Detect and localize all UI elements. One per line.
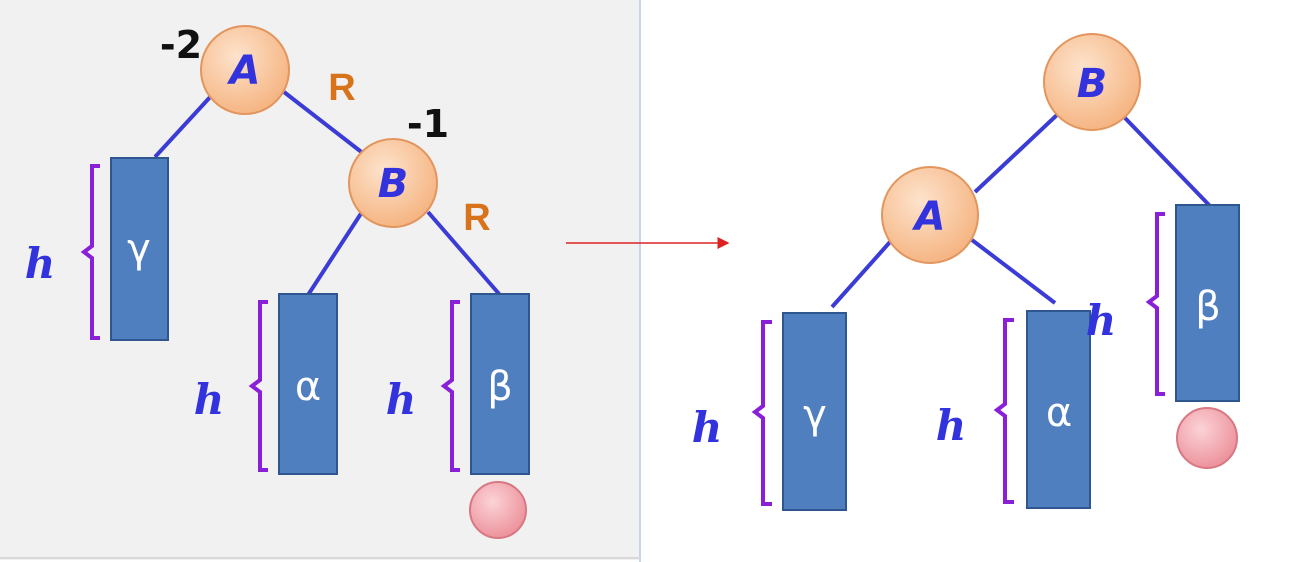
new-node-circle-icon xyxy=(1176,407,1238,469)
subtree-gamma-label: γ xyxy=(803,392,827,438)
after-subtree-beta: β h xyxy=(1086,204,1240,402)
subtree-alpha-box xyxy=(1026,310,1091,509)
new-node-circle-icon xyxy=(469,481,527,539)
edge-b-beta xyxy=(426,210,502,297)
height-label-beta: h xyxy=(1086,296,1117,345)
node-b-balance: -1 xyxy=(407,102,449,146)
subtree-gamma-box xyxy=(782,312,847,511)
edge-b-beta-after xyxy=(1123,116,1212,208)
edge-a-gamma-after xyxy=(830,240,892,309)
brace-gamma xyxy=(751,320,772,506)
height-label-gamma: h xyxy=(692,403,723,452)
before-edges xyxy=(153,90,502,297)
edge-a-alpha-after xyxy=(970,238,1057,305)
subtree-beta-box xyxy=(470,293,530,475)
after-subtree-gamma: γ h xyxy=(692,312,847,511)
node-a-circle xyxy=(200,25,290,115)
node-b-circle xyxy=(348,138,438,228)
subtree-alpha-label: α xyxy=(1046,390,1072,436)
node-a-circle xyxy=(881,166,979,264)
edge-a-b xyxy=(282,90,366,156)
before-subtree-gamma: γ h xyxy=(25,157,169,341)
node-b-circle xyxy=(1043,33,1141,131)
node-a-label: A xyxy=(912,194,946,240)
after-subtree-alpha: α h xyxy=(936,310,1091,509)
node-a-rotation: R xyxy=(328,67,355,109)
height-label-gamma: h xyxy=(25,239,56,288)
node-a-label: A xyxy=(227,48,261,94)
before-subtree-beta: β h xyxy=(386,293,530,475)
brace-alpha xyxy=(993,318,1014,504)
node-b-label: B xyxy=(378,161,409,207)
after-node-b: B xyxy=(1043,33,1141,131)
before-node-b: B -1 R xyxy=(348,102,491,239)
height-label-alpha: h xyxy=(194,375,225,424)
brace-alpha xyxy=(248,300,268,472)
after-panel: γ h α h β h B xyxy=(692,33,1240,511)
edge-a-gamma xyxy=(153,93,214,159)
brace-beta xyxy=(440,300,460,472)
subtree-alpha-label: α xyxy=(295,364,321,410)
height-label-alpha: h xyxy=(936,401,967,450)
subtree-gamma-label: γ xyxy=(127,226,151,272)
node-b-rotation: R xyxy=(463,197,490,239)
node-a-balance: -2 xyxy=(160,23,202,67)
edge-b-a xyxy=(973,112,1060,194)
before-node-a: A -2 R xyxy=(160,23,356,115)
brace-gamma xyxy=(80,164,100,340)
before-panel: γ h α h β h A xyxy=(0,0,641,562)
brace-beta xyxy=(1145,212,1165,396)
before-subtree-alpha: α h xyxy=(194,293,338,475)
after-node-a: A xyxy=(881,166,979,264)
after-edges xyxy=(830,112,1212,309)
subtree-beta-label: β xyxy=(1195,284,1221,330)
subtree-alpha-box xyxy=(278,293,338,475)
subtree-beta-box xyxy=(1175,204,1240,402)
subtree-beta-label: β xyxy=(487,364,513,410)
edge-b-alpha xyxy=(306,210,364,297)
node-b-label: B xyxy=(1077,61,1108,107)
height-label-beta: h xyxy=(386,375,417,424)
subtree-gamma-box xyxy=(110,157,169,341)
